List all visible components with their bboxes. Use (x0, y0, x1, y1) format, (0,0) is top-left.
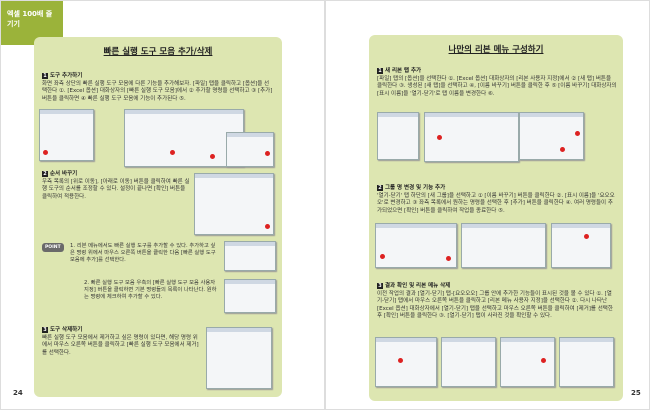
step-number: 2 (42, 171, 48, 177)
point-item-2: 2. 빠른 실행 도구 모음 우측의 [빠른 실행 도구 모음 사용자 지정] … (84, 280, 217, 300)
screenshot-final (559, 337, 614, 387)
point-item-1: POINT 1. 리본 메뉴에서도 빠른 실행 도구를 추가할 수 있다. 추가… (42, 243, 220, 264)
screenshot-reorder (194, 173, 274, 235)
screenshot-customize-menu (224, 279, 276, 313)
section-heading: 순서 바꾸기 (50, 171, 78, 177)
screenshot-file-menu (39, 109, 94, 161)
section-heading: 도구 추가하기 (50, 73, 83, 79)
section-text: 화면 좌측 상단의 빠른 실행 도구 모음에 다른 기능을 추가해보자. [파일… (42, 81, 273, 102)
screenshot-excel-options (124, 109, 244, 167)
screenshot-ribbon-rightclick (224, 241, 276, 271)
step-number: 3 (42, 327, 48, 333)
screenshot-add-commands (461, 223, 546, 268)
screenshot-rename-dialog (519, 112, 584, 160)
section-heading: 결과 확인 및 리본 메뉴 삭제 (385, 283, 451, 289)
page-title: 빠른 실행 도구 모음 추가/삭제 (103, 47, 213, 57)
screenshot-quick-access (226, 132, 274, 167)
screenshot-symbol-select (375, 223, 457, 268)
point-badge: POINT (42, 243, 64, 252)
screenshot-result-ribbon (375, 337, 437, 387)
section-heading: 그룹 명 변경 및 기능 추가 (385, 185, 446, 191)
section-heading: 새 리본 탭 추가 (385, 68, 422, 74)
step-number: 1 (42, 73, 48, 79)
section-text: 이전 작업의 결과 [열기-닫기] 탭-[요오오오] 그룹 안에 추가한 기능들… (377, 291, 613, 319)
screenshot-remove-tab (500, 337, 555, 387)
page-number: 24 (13, 389, 23, 397)
section-text: '열기-닫기' 탭 하단의 [새 그룹]을 선택하고 ① [이름 바꾸기] 버튼… (377, 193, 615, 214)
section-text: [파일] 탭의 [옵션]을 선택한다 ①. [Excel 옵션] 대화상자의 [… (377, 76, 617, 97)
step-number: 2 (377, 185, 383, 191)
screenshot-group-result (551, 223, 611, 268)
screenshot-file-menu (377, 112, 419, 160)
book-tab-label: 엑셀 100배 즐기기 (1, 1, 63, 45)
section-heading: 도구 삭제하기 (50, 327, 83, 333)
page-number: 25 (631, 389, 641, 397)
step-number: 3 (377, 283, 383, 289)
section-text: 빠른 실행 도구 모음에서 제거하고 싶은 명령이 있다면, 해당 명령 위에서… (42, 335, 199, 356)
screenshot-context-menu (441, 337, 496, 387)
section-text: 우측 목록의 [위로 이동], [아래로 이동] 버튼을 클릭하여 빠른 실행 … (42, 179, 190, 200)
screenshot-remove (206, 327, 272, 389)
screenshot-ribbon-customize (424, 112, 519, 162)
page-title: 나만의 리본 메뉴 구성하기 (448, 45, 544, 55)
step-number: 1 (377, 68, 383, 74)
